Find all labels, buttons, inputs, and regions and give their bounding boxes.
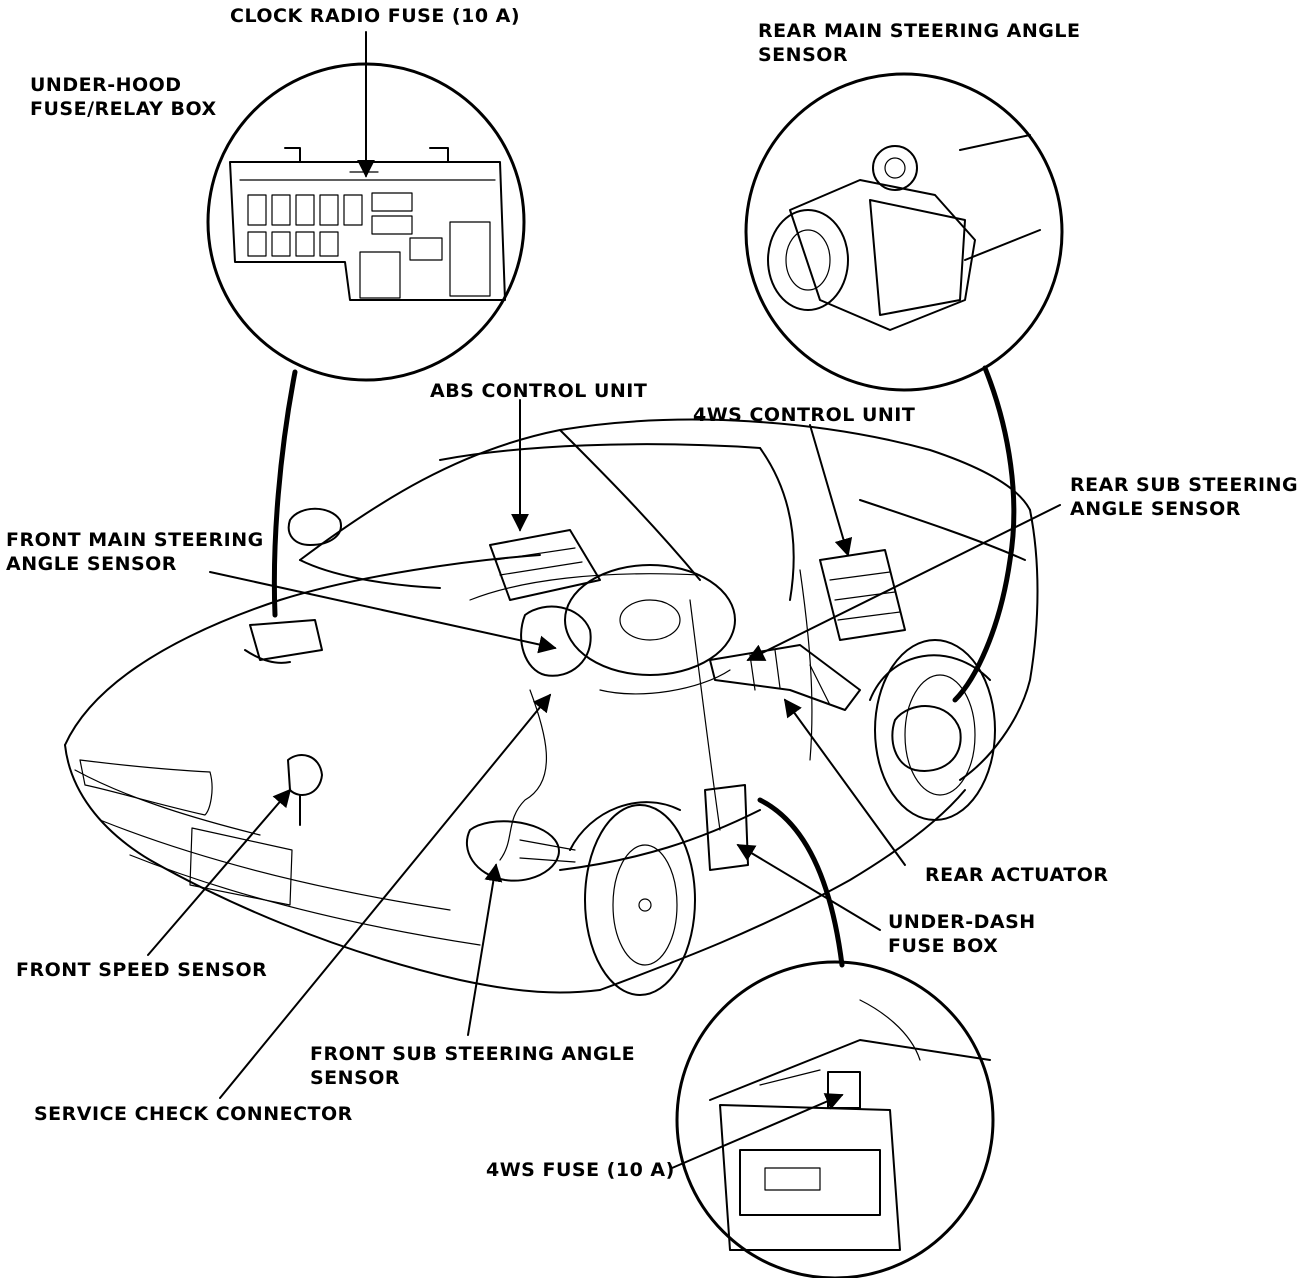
label-rear-main-steering-angle-sensor: REAR MAIN STEERING ANGLE SENSOR bbox=[758, 19, 1080, 67]
leader-front-sub-sensor bbox=[467, 863, 503, 1036]
label-rear-actuator-text: REAR ACTUATOR bbox=[925, 864, 1109, 886]
label-4ws-fuse-text: 4WS FUSE (10 A) bbox=[486, 1159, 675, 1181]
label-front-sub-steering-angle-sensor: FRONT SUB STEERING ANGLE SENSOR bbox=[310, 1042, 635, 1090]
detail-circle-under-dash bbox=[675, 960, 995, 1278]
label-rear-actuator: REAR ACTUATOR bbox=[925, 863, 1108, 887]
label-front-main-line2: ANGLE SENSOR bbox=[6, 553, 177, 575]
label-clock-radio-fuse: CLOCK RADIO FUSE (10 A) bbox=[230, 4, 520, 28]
leader-4ws-fuse bbox=[671, 1093, 844, 1169]
under-dash-box-on-car bbox=[704, 784, 749, 871]
leader-rear-actuator bbox=[783, 698, 906, 866]
label-rear-sub-line2: ANGLE SENSOR bbox=[1070, 498, 1241, 520]
rear-wheel-sensor bbox=[891, 705, 962, 772]
leader-front-main-sensor bbox=[209, 571, 557, 654]
fourws-unit bbox=[819, 549, 906, 641]
leader-lines bbox=[147, 31, 1061, 1169]
front-sub-sensor bbox=[465, 820, 560, 882]
label-abs-control-unit: ABS CONTROL UNIT bbox=[430, 379, 647, 403]
label-rear-main-line2: SENSOR bbox=[758, 44, 849, 66]
detail-connector-curves bbox=[271, 365, 1017, 968]
label-front-main-line1: FRONT MAIN STEERING bbox=[6, 529, 264, 551]
label-clock-radio-fuse-text: CLOCK RADIO FUSE (10 A) bbox=[230, 5, 521, 27]
leader-4ws-control-unit bbox=[809, 424, 853, 557]
label-service-check-connector-text: SERVICE CHECK CONNECTOR bbox=[34, 1103, 353, 1125]
label-front-main-steering-angle-sensor: FRONT MAIN STEERING ANGLE SENSOR bbox=[6, 528, 264, 576]
label-under-dash-fuse-box: UNDER-DASH FUSE BOX bbox=[888, 910, 1036, 958]
label-service-check-connector: SERVICE CHECK CONNECTOR bbox=[34, 1102, 353, 1126]
label-4ws-control-unit: 4WS CONTROL UNIT bbox=[693, 403, 915, 427]
front-main-sensor bbox=[520, 605, 592, 677]
abs-unit bbox=[489, 529, 601, 601]
label-4ws-fuse: 4WS FUSE (10 A) bbox=[486, 1158, 675, 1182]
front-speed-sensor bbox=[287, 754, 323, 796]
label-under-dash-line2: FUSE BOX bbox=[888, 935, 999, 957]
leader-under-dash-box bbox=[736, 844, 881, 931]
detail-circle-rear-main-sensor bbox=[744, 72, 1064, 392]
label-rear-sub-line1: REAR SUB STEERING bbox=[1070, 474, 1299, 496]
leader-front-speed-sensor bbox=[147, 788, 292, 956]
label-front-sub-line2: SENSOR bbox=[310, 1067, 401, 1089]
label-under-hood-fuse-relay-box: UNDER-HOOD FUSE/RELAY BOX bbox=[30, 73, 217, 121]
label-rear-main-line1: REAR MAIN STEERING ANGLE bbox=[758, 20, 1081, 42]
label-under-hood-line2: FUSE/RELAY BOX bbox=[30, 98, 217, 120]
label-front-sub-line1: FRONT SUB STEERING ANGLE bbox=[310, 1043, 636, 1065]
component-sketches bbox=[244, 529, 962, 882]
leader-rear-sub-sensor bbox=[746, 504, 1061, 661]
leader-service-check-connector bbox=[219, 693, 552, 1099]
rear-actuator bbox=[709, 644, 861, 711]
label-under-hood-line1: UNDER-HOOD bbox=[30, 74, 182, 96]
label-front-speed-sensor-text: FRONT SPEED SENSOR bbox=[16, 959, 268, 981]
label-front-speed-sensor: FRONT SPEED SENSOR bbox=[16, 958, 267, 982]
label-4ws-control-unit-text: 4WS CONTROL UNIT bbox=[693, 404, 916, 426]
car-body bbox=[64, 418, 1039, 996]
label-rear-sub-steering-angle-sensor: REAR SUB STEERING ANGLE SENSOR bbox=[1070, 473, 1298, 521]
label-abs-control-unit-text: ABS CONTROL UNIT bbox=[430, 380, 648, 402]
label-under-dash-line1: UNDER-DASH bbox=[888, 911, 1036, 933]
under-hood-box-on-car bbox=[249, 619, 323, 661]
